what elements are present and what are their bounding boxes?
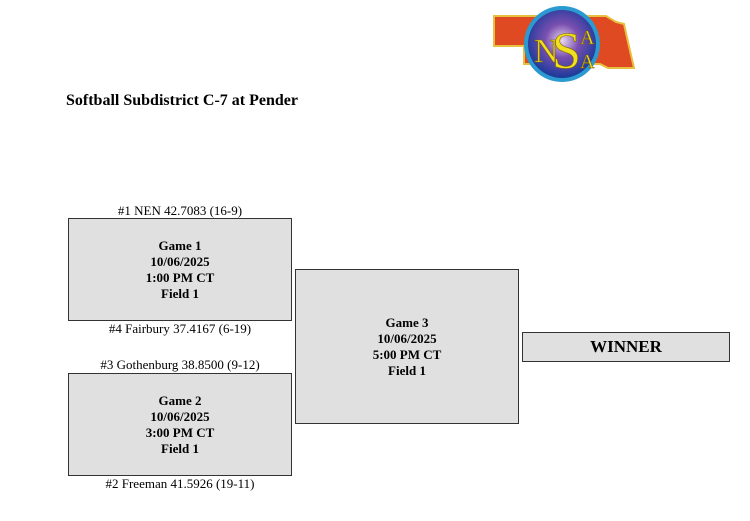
- svg-text:A: A: [580, 27, 595, 49]
- winner-box: WINNER: [522, 332, 730, 362]
- game-time: 1:00 PM CT: [145, 269, 215, 285]
- winner-label: WINNER: [590, 337, 662, 356]
- svg-text:A: A: [580, 51, 595, 73]
- team-seed-1: #1 NEN 42.7083 (16-9): [117, 203, 243, 218]
- game-time: 5:00 PM CT: [372, 346, 442, 362]
- game-1-box: Game 1 10/06/2025 1:00 PM CT Field 1: [68, 218, 292, 321]
- game-field: Field 1: [161, 440, 199, 456]
- game-name: Game 1: [158, 237, 202, 253]
- team-seed-3: #3 Gothenburg 38.8500 (9-12): [100, 357, 260, 372]
- game-name: Game 3: [385, 314, 429, 330]
- game-date: 10/06/2025: [377, 330, 437, 346]
- game-field: Field 1: [161, 285, 199, 301]
- svg-text:S: S: [552, 23, 581, 80]
- team-seed-4: #4 Fairbury 37.4167 (6-19): [108, 321, 252, 336]
- game-field: Field 1: [388, 362, 426, 378]
- nsaa-logo: N S A A: [488, 2, 636, 86]
- game-date: 10/06/2025: [150, 408, 210, 424]
- game-date: 10/06/2025: [150, 253, 210, 269]
- team-seed-2: #2 Freeman 41.5926 (19-11): [105, 476, 255, 491]
- game-3-box: Game 3 10/06/2025 5:00 PM CT Field 1: [295, 269, 519, 424]
- svg-text:N: N: [534, 33, 559, 70]
- game-time: 3:00 PM CT: [145, 424, 215, 440]
- game-2-box: Game 2 10/06/2025 3:00 PM CT Field 1: [68, 373, 292, 476]
- page-title: Softball Subdistrict C-7 at Pender: [66, 92, 298, 109]
- game-name: Game 2: [158, 392, 202, 408]
